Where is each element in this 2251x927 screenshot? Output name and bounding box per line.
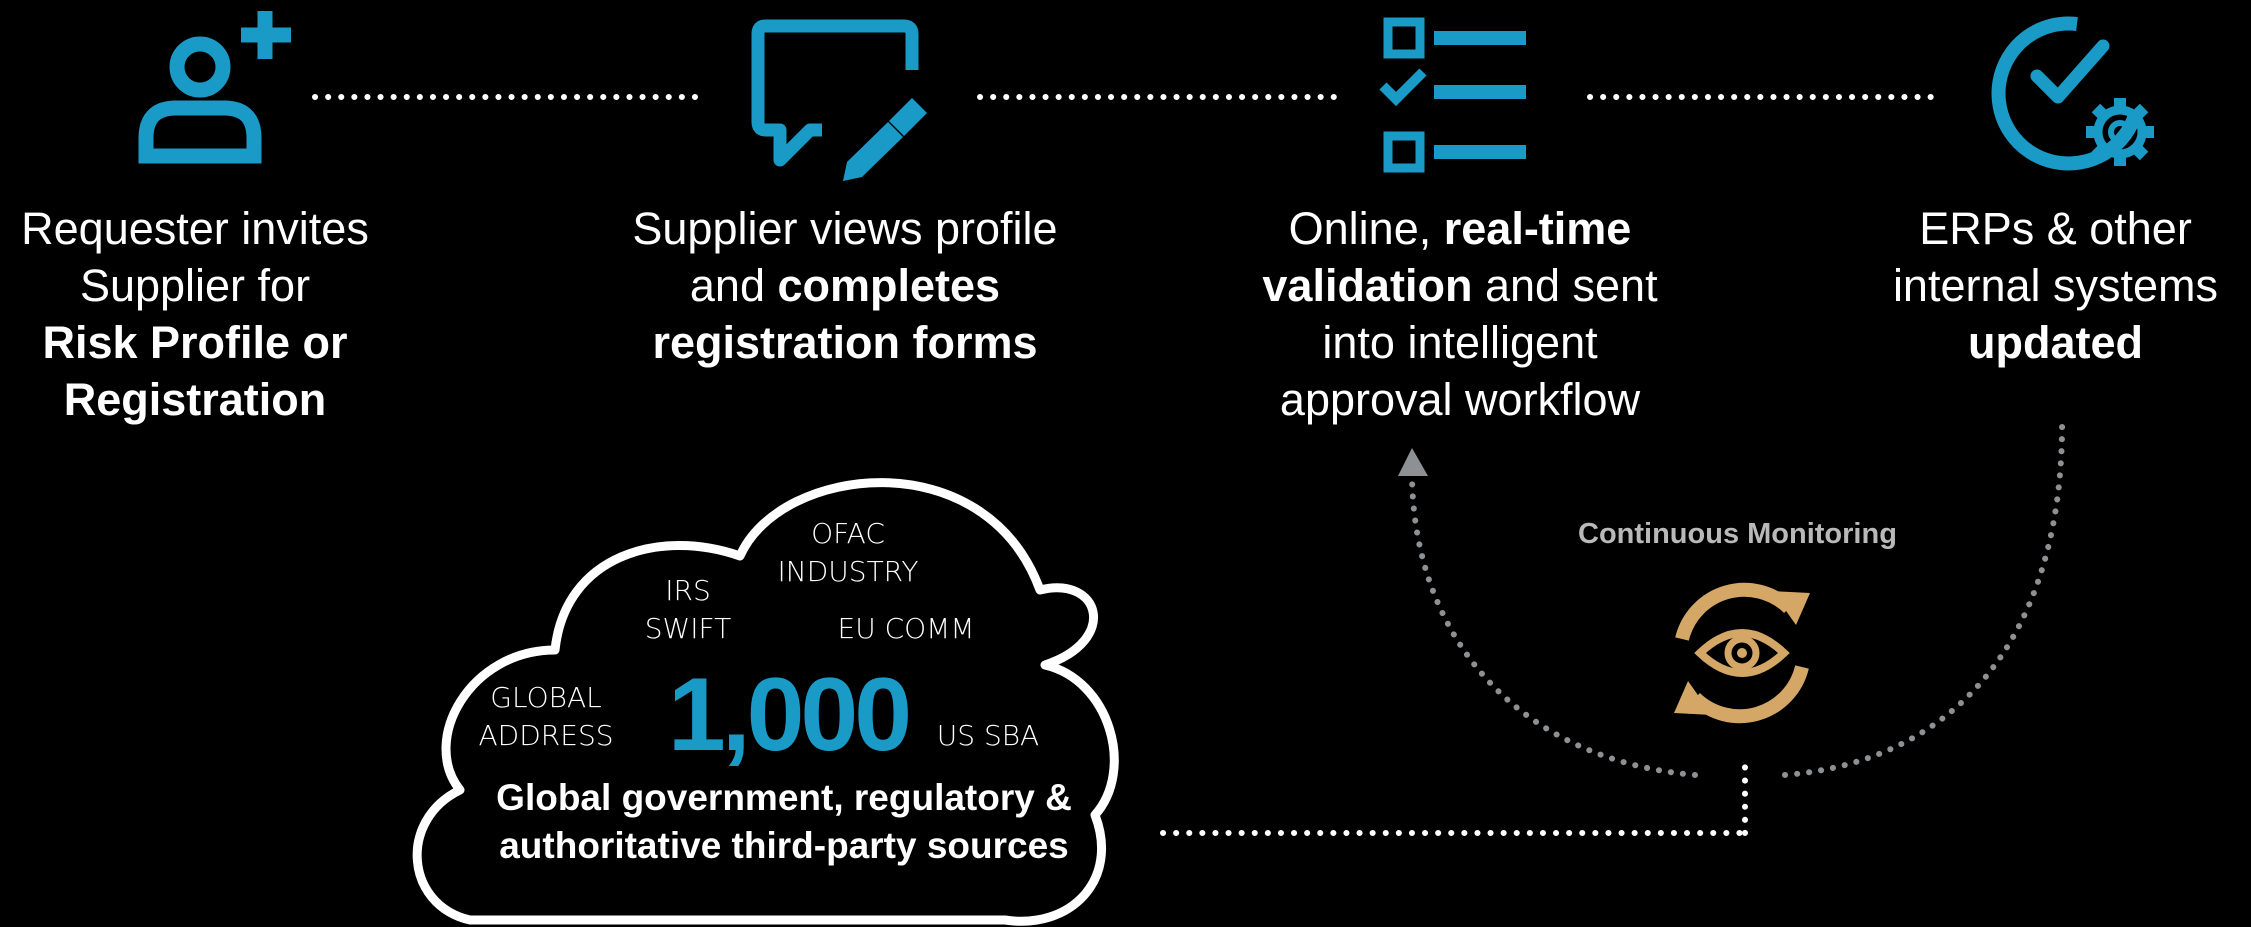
step-3-line-2: validation and sent bbox=[1262, 260, 1658, 311]
step-4-line-2: internal systems bbox=[1892, 260, 2219, 311]
step-4-line-1: ERPs & other bbox=[1919, 203, 2192, 254]
step-3-text: Online, real-time validation and sent in… bbox=[1220, 200, 1700, 428]
source-address: ADDRESS bbox=[479, 719, 614, 752]
source-count: 1,000 bbox=[668, 657, 908, 773]
source-swift: SWIFT bbox=[645, 612, 731, 645]
source-eu-comm: EU COMM bbox=[838, 612, 975, 645]
step-3-line-4: approval workflow bbox=[1279, 374, 1641, 425]
step-2-text: Supplier views profile and completes reg… bbox=[595, 200, 1095, 371]
step-1-line-4: Registration bbox=[63, 374, 327, 425]
source-us-sba: US SBA bbox=[937, 719, 1039, 752]
checklist-icon bbox=[1379, 17, 1526, 173]
step-2-line-2: and completes bbox=[689, 260, 1001, 311]
source-global: GLOBAL bbox=[490, 681, 601, 714]
source-irs: IRS bbox=[665, 574, 711, 607]
source-industry: INDUSTRY bbox=[778, 555, 919, 588]
cloud-caption-line2: authoritative third-party sources bbox=[499, 825, 1069, 866]
cloud-caption-line1: Global government, regulatory & bbox=[496, 777, 1072, 818]
cloud-to-monitor-connector bbox=[1160, 757, 1748, 836]
check-gear-icon bbox=[1991, 16, 2154, 171]
step-1-line-1: Requester invites bbox=[21, 203, 369, 254]
loop-arrowhead bbox=[1398, 448, 1428, 476]
step-2-line-3: registration forms bbox=[652, 317, 1038, 368]
chat-edit-icon bbox=[751, 19, 927, 181]
step-3-line-3: into intelligent bbox=[1322, 317, 1598, 368]
step-4-text: ERPs & other internal systems updated bbox=[1860, 200, 2251, 371]
step-1-line-3: Risk Profile or bbox=[42, 317, 348, 368]
step-3-line-1: Online, real-time bbox=[1288, 203, 1632, 254]
monitoring-eye-icon bbox=[1674, 582, 1810, 724]
step-1-text: Requester invites Supplier for Risk Prof… bbox=[0, 200, 390, 428]
step-1-line-2: Supplier for bbox=[79, 260, 311, 311]
add-user-icon bbox=[138, 11, 291, 164]
step-2-line-1: Supplier views profile bbox=[632, 203, 1058, 254]
continuous-monitoring-label: Continuous Monitoring bbox=[1578, 518, 1897, 550]
monitoring-loop bbox=[1409, 412, 2066, 778]
step-4-line-3: updated bbox=[1968, 317, 2143, 368]
sources-cloud bbox=[412, 478, 1119, 926]
source-ofac: OFAC bbox=[811, 517, 885, 550]
